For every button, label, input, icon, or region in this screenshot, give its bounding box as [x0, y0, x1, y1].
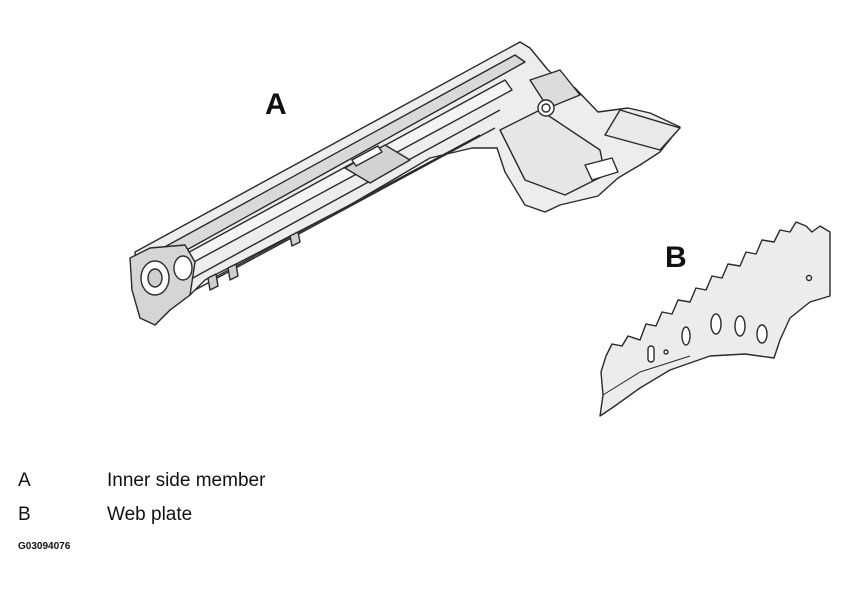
- web-plate-drawing: [599, 221, 831, 417]
- legend: A Inner side member B Web plate: [18, 464, 265, 532]
- legend-description: Inner side member: [107, 470, 266, 491]
- legend-key: A: [18, 470, 31, 491]
- figure-code: G03094076: [18, 541, 71, 552]
- callout-b: B: [665, 241, 687, 274]
- legend-row-b: B Web plate: [18, 498, 265, 532]
- legend-key: B: [18, 504, 31, 525]
- callout-a: A: [265, 88, 287, 121]
- legend-row-a: A Inner side member: [18, 464, 265, 498]
- legend-description: Web plate: [107, 504, 193, 525]
- parts-illustration: [129, 41, 831, 417]
- inner-side-member-drawing: [129, 41, 681, 326]
